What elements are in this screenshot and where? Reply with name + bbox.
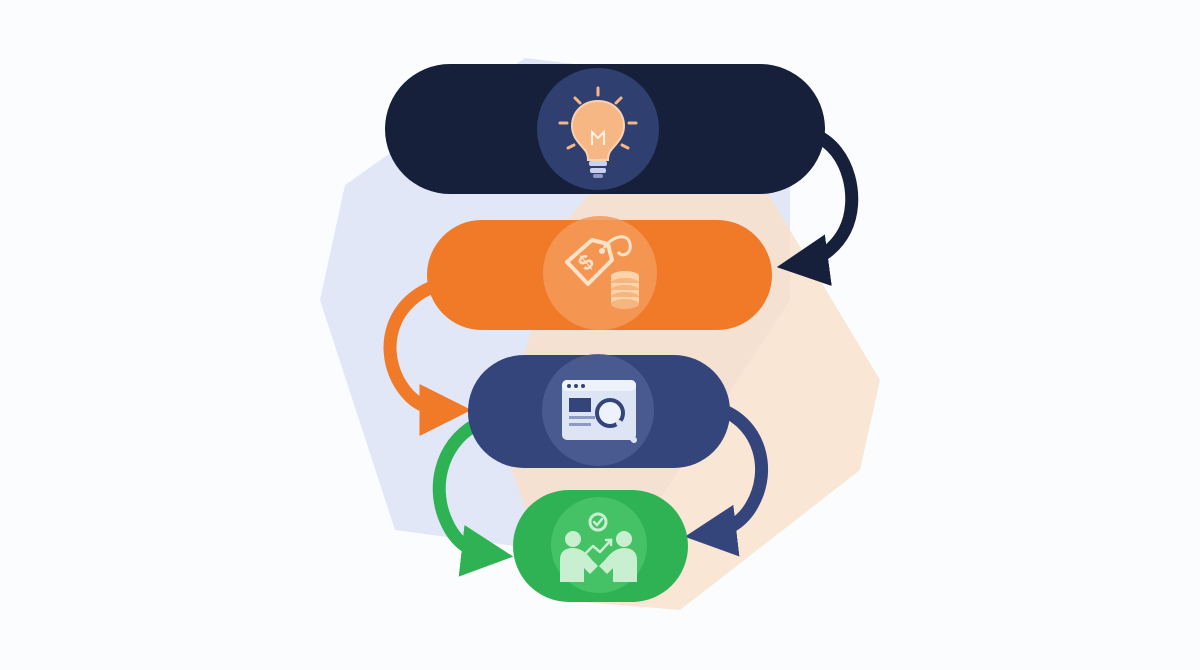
connector-idea-to-pricing: [776, 128, 859, 286]
handshake-growth-icon: [560, 512, 637, 582]
stage-pricing: $: [427, 216, 772, 330]
stage-deal: [513, 490, 688, 602]
connector-pricing-to-research: [383, 278, 472, 436]
stage-research: [468, 354, 730, 468]
connector-research-to-deal-left: [432, 418, 514, 577]
browser-search-icon: [562, 380, 637, 443]
lightbulb-icon: [558, 86, 638, 178]
stage-idea: [385, 64, 825, 194]
connector-research-to-deal-right: [684, 403, 769, 557]
